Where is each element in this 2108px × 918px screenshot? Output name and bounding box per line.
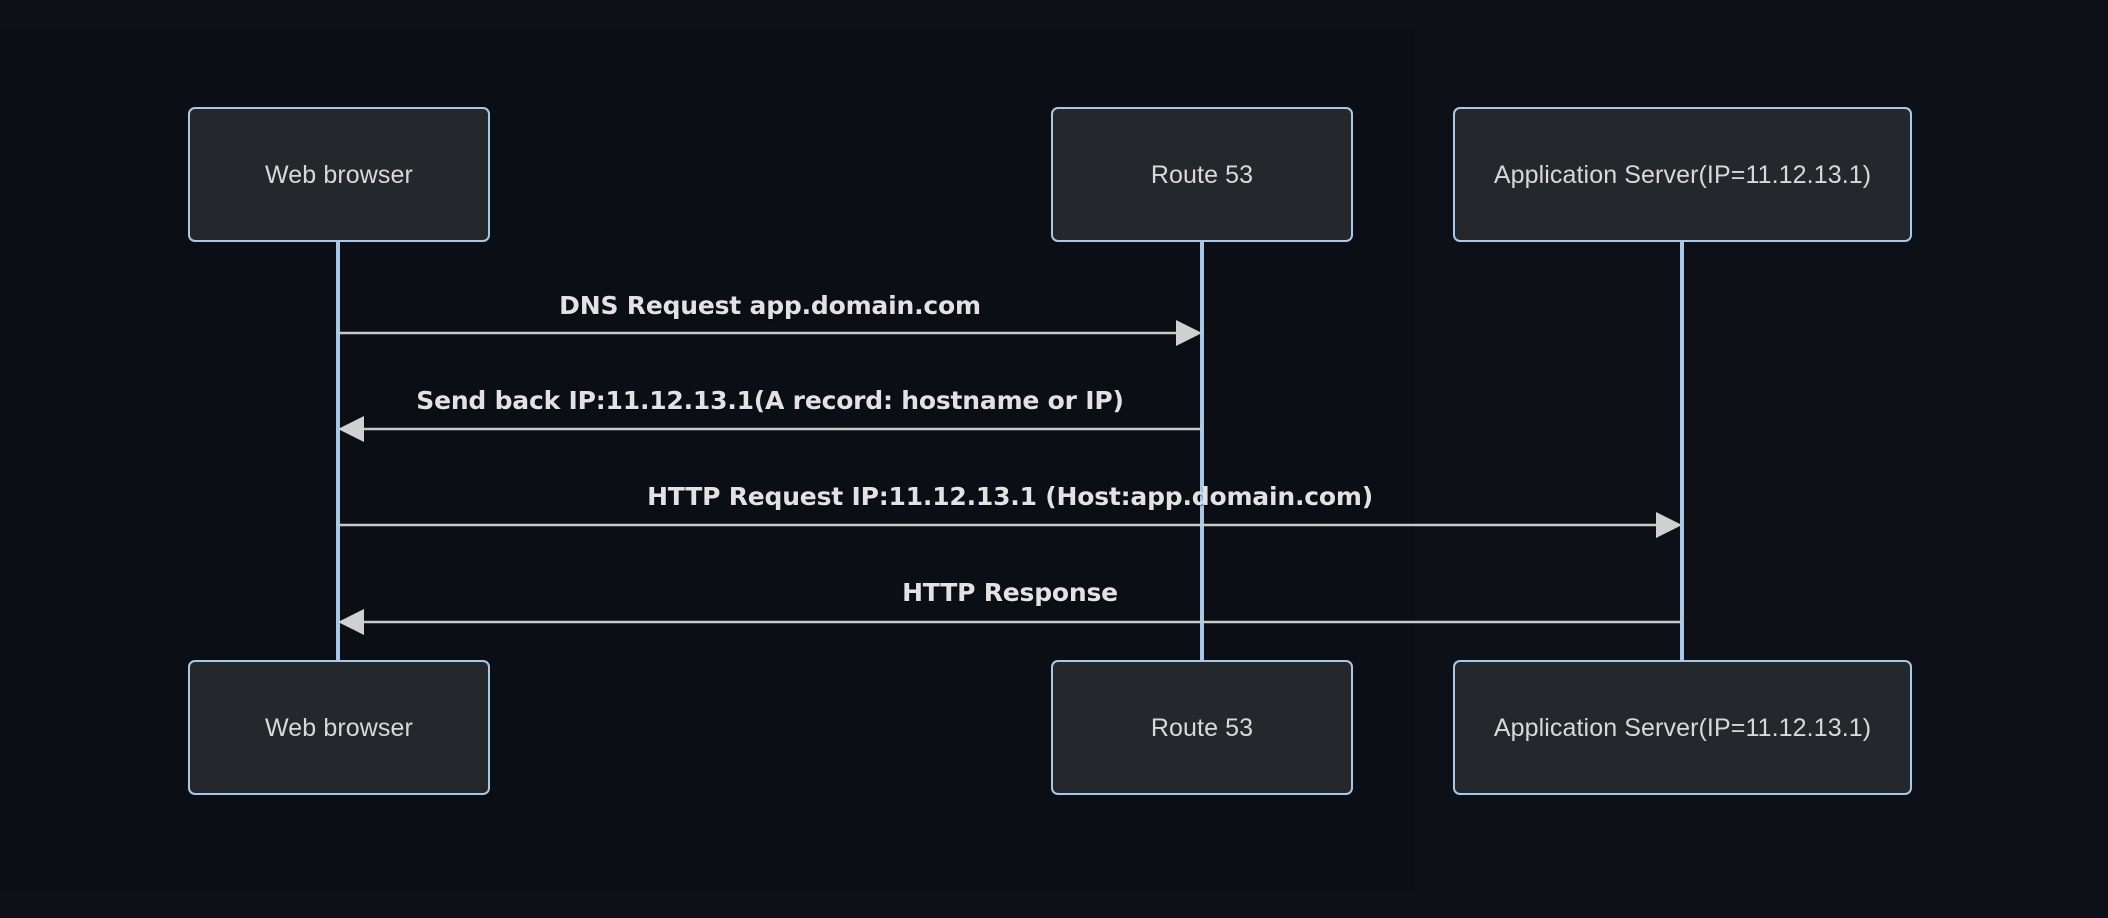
message-label-http-request: HTTP Request IP:11.12.13.1 (Host:app.dom… bbox=[647, 482, 1373, 511]
participant-label: Route 53 bbox=[1150, 160, 1254, 189]
participant-box-route53-bottom[interactable]: Route 53 bbox=[1051, 660, 1353, 795]
message-label-dns-request: DNS Request app.domain.com bbox=[559, 291, 981, 320]
participant-box-appserver-top[interactable]: Application Server(IP=11.12.13.1) bbox=[1453, 107, 1912, 242]
participant-box-appserver-bottom[interactable]: Application Server(IP=11.12.13.1) bbox=[1453, 660, 1912, 795]
arrow-head-2 bbox=[338, 416, 364, 442]
participant-label: Route 53 bbox=[1150, 713, 1254, 742]
arrow-head-1 bbox=[1176, 320, 1202, 346]
participant-label: Web browser bbox=[265, 713, 413, 742]
arrow-head-4 bbox=[338, 609, 364, 635]
arrow-head-3 bbox=[1656, 512, 1682, 538]
participant-label: Application Server(IP=11.12.13.1) bbox=[1493, 713, 1872, 742]
participant-label: Web browser bbox=[265, 160, 413, 189]
message-label-http-response: HTTP Response bbox=[902, 578, 1118, 607]
lifelines-group bbox=[336, 242, 1684, 660]
participant-box-browser-top[interactable]: Web browser bbox=[188, 107, 490, 242]
participant-box-route53-top[interactable]: Route 53 bbox=[1051, 107, 1353, 242]
participant-box-browser-bottom[interactable]: Web browser bbox=[188, 660, 490, 795]
messages-group bbox=[338, 320, 1682, 635]
participant-label: Application Server(IP=11.12.13.1) bbox=[1493, 160, 1872, 189]
message-label-dns-response: Send back IP:11.12.13.1(A record: hostna… bbox=[416, 386, 1124, 415]
